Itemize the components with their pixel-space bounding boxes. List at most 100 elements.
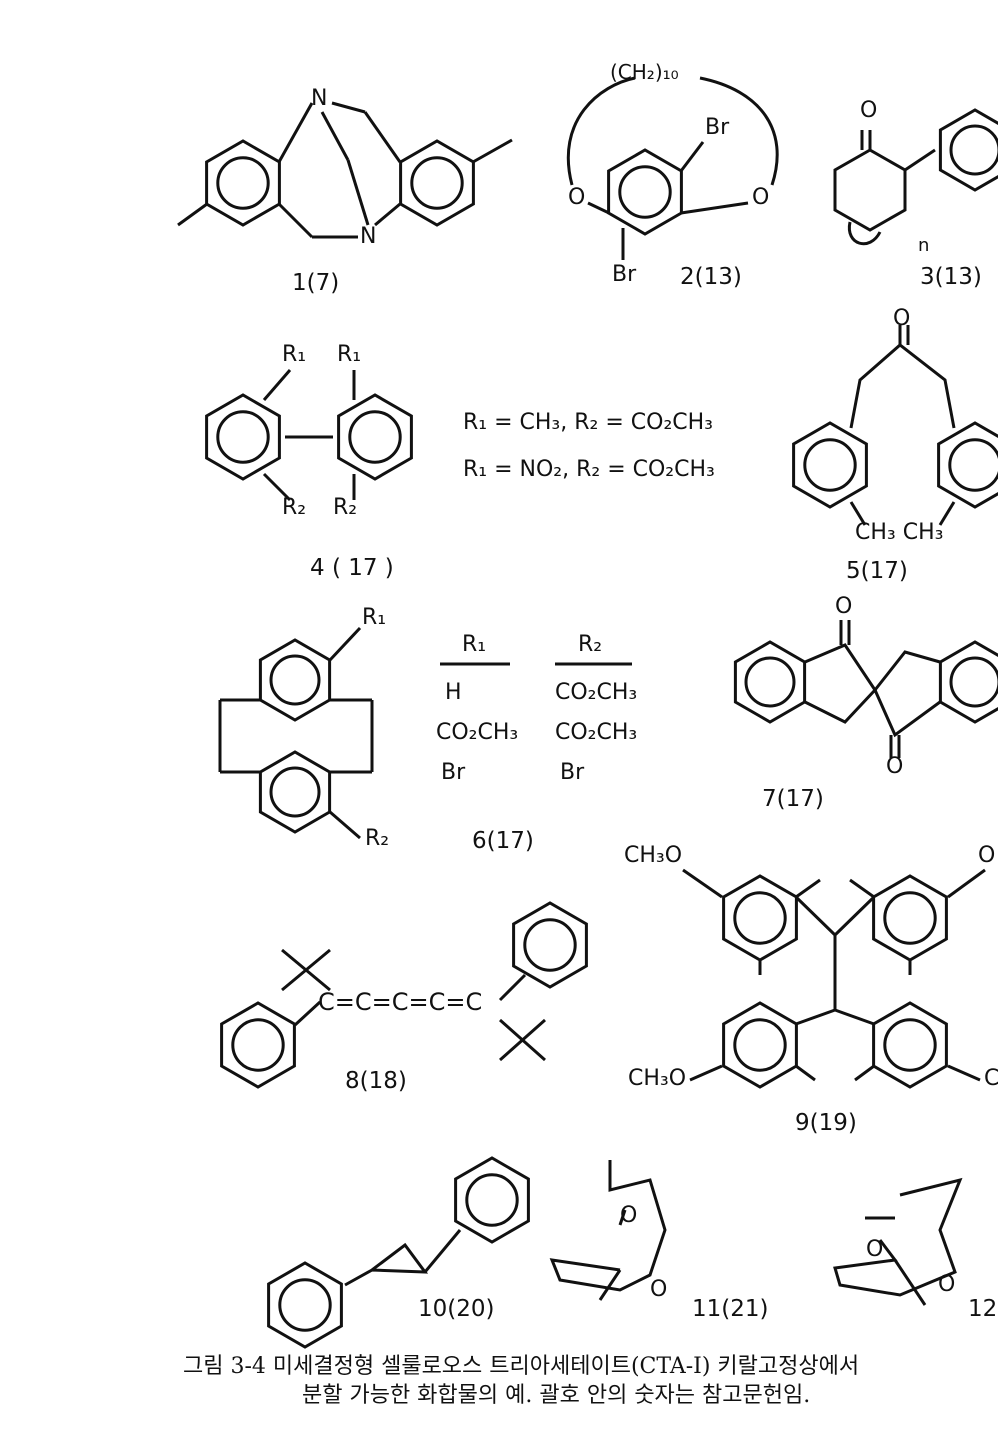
- atom-methoxy: CH₃O: [628, 1066, 687, 1091]
- aromatic-circle: [216, 410, 270, 464]
- bond-line: [947, 1064, 981, 1082]
- atom-methoxy: CH₃O: [624, 843, 683, 868]
- compound-label-1: 1(7): [292, 270, 340, 296]
- bond-line: [320, 111, 350, 161]
- compound-label-3: 3(13): [920, 264, 982, 290]
- bond-line: [833, 1177, 963, 1297]
- atom-r1: R₁: [337, 342, 362, 367]
- benzene-ring: [792, 421, 868, 509]
- bond-line: [262, 369, 292, 401]
- bond-line: [499, 1018, 546, 1062]
- subscript-n: n: [918, 235, 930, 256]
- bond-line: [177, 202, 208, 227]
- bond-line: [849, 501, 867, 526]
- bond-line: [331, 101, 366, 114]
- compound-label-12: 12: [968, 1296, 998, 1322]
- table-cell: CO₂CH₃: [555, 680, 638, 705]
- bond-line: [873, 650, 941, 691]
- cumulene-chain: C=C=C=C=C: [318, 988, 483, 1016]
- aromatic-circle: [410, 156, 464, 210]
- bond-line: [947, 868, 986, 899]
- benzene-ring: [938, 108, 998, 192]
- figure-caption-line-2: 분할 가능한 화합물의 예. 괄호 안의 숫자는 참고문헌임.: [302, 1383, 811, 1408]
- table-header-r1: R₁: [462, 632, 487, 657]
- bond-line: [804, 643, 877, 724]
- aromatic-circle: [523, 918, 577, 972]
- atom-r2: R₂: [333, 495, 358, 520]
- compound-label-9: 9(19): [795, 1110, 857, 1136]
- table-cell: CO₂CH₃: [436, 720, 519, 745]
- bond-line: [293, 1000, 322, 1027]
- bond-line: [795, 1064, 816, 1082]
- aromatic-circle: [948, 438, 998, 492]
- bond-line: [277, 202, 314, 239]
- bond-line: [374, 202, 401, 227]
- atom-o: O: [568, 185, 586, 210]
- bond-line: [618, 1209, 627, 1226]
- bond-line: [262, 472, 292, 502]
- benzene-ring: [258, 638, 332, 722]
- atom-r1: R₁: [362, 605, 387, 630]
- atom-o: O: [752, 185, 770, 210]
- ring-chain: [847, 221, 882, 246]
- bond-line: [423, 1229, 462, 1273]
- atom-n: N: [360, 224, 377, 249]
- compound-label-8: 8(18): [345, 1068, 407, 1094]
- bond-line: [329, 810, 361, 840]
- substituent-set-2: R₁ = NO₂, R₂ = CO₂CH₃: [463, 457, 715, 482]
- bond-line: [794, 895, 837, 937]
- bond-line: [549, 1160, 667, 1292]
- compound-label-11: 11(21): [692, 1296, 769, 1322]
- figure-caption-line-1: 그림 3-4 미세결정형 셀룰로오스 트리아세테이트(CTA-I) 키랄고정상에…: [183, 1354, 860, 1379]
- bond-line: [849, 343, 956, 429]
- atom-o: O: [978, 843, 996, 868]
- bond-line: [904, 148, 936, 172]
- aromatic-circle: [733, 891, 787, 945]
- bond-line: [498, 973, 527, 1002]
- atom-o: O: [866, 1237, 884, 1262]
- bond-line: [833, 130, 907, 232]
- bond-line: [682, 868, 723, 899]
- bond-line: [833, 895, 876, 937]
- aromatic-circle: [216, 156, 270, 210]
- bond-line: [938, 501, 956, 526]
- compound-label-7: 7(17): [762, 786, 824, 812]
- aromatic-circle: [949, 124, 998, 176]
- atom-r1: R₁: [282, 342, 307, 367]
- atom-br: Br: [612, 262, 637, 287]
- compound-label-6: 6(17): [472, 828, 534, 854]
- table-cell: Br: [560, 760, 585, 785]
- compound-label-4: 4 ( 17 ): [310, 555, 394, 581]
- bond-line: [472, 138, 513, 164]
- bond-line: [328, 626, 362, 662]
- atom-r2: R₂: [365, 826, 390, 851]
- bond-line: [854, 1064, 875, 1082]
- benzene-ring: [938, 640, 998, 724]
- compound-label-10: 10(20): [418, 1296, 495, 1322]
- bond-line: [344, 1242, 429, 1287]
- table-header-r2: R₂: [578, 632, 603, 657]
- bond-line: [893, 1259, 927, 1306]
- aromatic-circle: [465, 1173, 519, 1227]
- bond-line: [795, 1008, 836, 1026]
- aromatic-circle: [269, 654, 321, 706]
- benzene-ring: [454, 1156, 530, 1244]
- atom-o: O: [650, 1277, 668, 1302]
- aromatic-circle: [803, 438, 857, 492]
- aromatic-circle: [231, 1018, 285, 1072]
- benzene-ring: [512, 901, 588, 989]
- aromatic-circle: [949, 656, 998, 708]
- bond-line: [849, 878, 875, 899]
- bond-line: [680, 201, 749, 215]
- macrocycle-chain: [566, 76, 779, 186]
- bond-line: [795, 878, 821, 899]
- table-cell: CO₂CH₃: [555, 720, 638, 745]
- aromatic-circle: [348, 410, 402, 464]
- atom-c: C: [984, 1066, 998, 1091]
- aromatic-circle: [883, 891, 937, 945]
- benzene-ring: [337, 393, 413, 481]
- aromatic-circle: [883, 1018, 937, 1072]
- bond-line: [346, 159, 370, 226]
- aromatic-circle: [269, 766, 321, 818]
- bond-line: [598, 1269, 622, 1301]
